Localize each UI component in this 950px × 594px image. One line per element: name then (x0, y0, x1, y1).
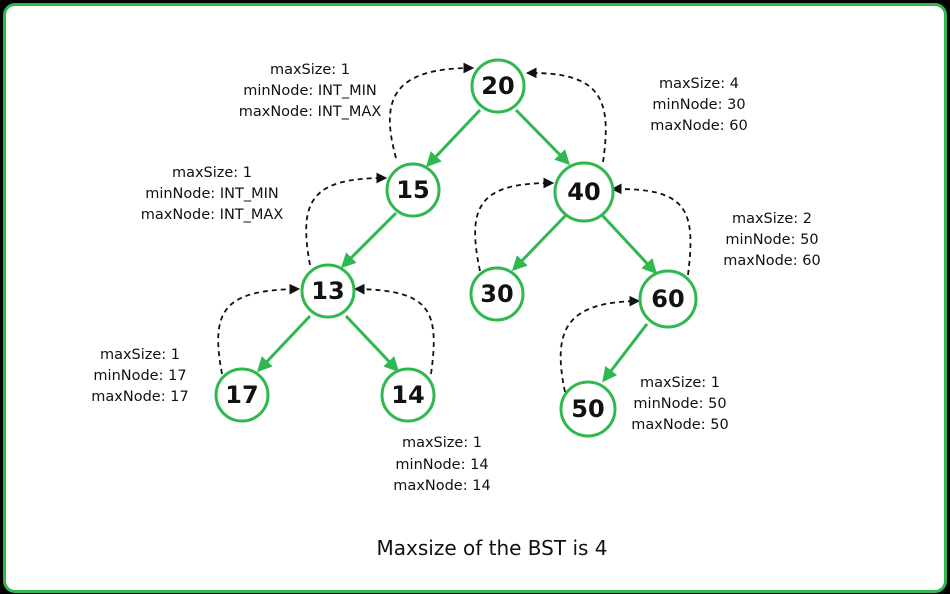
info-14-minnode: minNode: 14 (395, 457, 488, 473)
node-20-label: 20 (481, 72, 514, 100)
node-60: 60 (638, 269, 698, 329)
return-arrow-14-13 (353, 283, 435, 375)
edge-20-40 (514, 108, 571, 166)
info-node-15: maxSize: 1 minNode: INT_MIN maxNode: INT… (141, 165, 284, 223)
return-arrow-30-40 (474, 177, 555, 272)
info-14-maxsize: maxSize: 1 (402, 435, 482, 451)
info-20-maxnode: maxNode: INT_MAX (239, 104, 382, 120)
return-arrow-15-20 (389, 62, 475, 159)
info-14-maxnode: maxNode: 14 (393, 478, 490, 494)
node-40: 40 (553, 161, 615, 223)
return-arrow-40-20 (525, 67, 607, 163)
node-40-label: 40 (567, 178, 600, 206)
node-13: 13 (300, 263, 356, 319)
info-20-minnode: minNode: INT_MIN (243, 83, 377, 99)
node-15: 15 (385, 162, 441, 218)
info-node-14: maxSize: 1 minNode: 14 maxNode: 14 (393, 435, 490, 494)
node-50-label: 50 (571, 395, 604, 423)
node-17-label: 17 (225, 381, 258, 409)
node-17: 17 (214, 367, 270, 423)
edge-40-30 (511, 213, 568, 272)
node-30-label: 30 (480, 280, 513, 308)
node-60-label: 60 (651, 285, 684, 313)
info-60-minnode: minNode: 50 (725, 232, 818, 248)
info-node-20: maxSize: 1 minNode: INT_MIN maxNode: INT… (239, 62, 382, 120)
node-20: 20 (470, 58, 526, 114)
info-node-60: maxSize: 2 minNode: 50 maxNode: 60 (723, 211, 820, 269)
edge-20-15 (425, 108, 482, 168)
node-30: 30 (469, 266, 525, 322)
info-node-40: maxSize: 4 minNode: 30 maxNode: 60 (650, 76, 747, 134)
info-60-maxnode: maxNode: 60 (723, 253, 820, 269)
return-arrow-60-40 (610, 183, 692, 276)
node-15-label: 15 (396, 176, 429, 204)
node-50: 50 (559, 380, 617, 438)
info-40-minnode: minNode: 30 (652, 97, 745, 113)
node-14: 14 (380, 367, 436, 423)
info-node-13: maxSize: 1 minNode: 17 maxNode: 17 (91, 347, 188, 405)
edge-13-14 (344, 314, 400, 373)
info-50-minnode: minNode: 50 (633, 396, 726, 412)
return-arrows (217, 62, 692, 393)
diagram-caption: Maxsize of the BST is 4 (377, 536, 608, 560)
info-15-minnode: minNode: INT_MIN (145, 186, 279, 202)
info-15-maxnode: maxNode: INT_MAX (141, 207, 284, 223)
return-arrow-50-60 (559, 295, 641, 393)
return-arrow-13-15 (305, 172, 388, 266)
info-50-maxsize: maxSize: 1 (640, 375, 720, 391)
info-40-maxsize: maxSize: 4 (659, 76, 739, 92)
info-40-maxnode: maxNode: 60 (650, 118, 747, 134)
info-13-minnode: minNode: 17 (93, 368, 186, 384)
info-node-50: maxSize: 1 minNode: 50 maxNode: 50 (631, 375, 728, 433)
tree-edges (256, 108, 658, 383)
info-20-maxsize: maxSize: 1 (270, 62, 350, 78)
edge-40-60 (600, 213, 658, 275)
info-15-maxsize: maxSize: 1 (172, 165, 252, 181)
info-13-maxnode: maxNode: 17 (91, 389, 188, 405)
edge-15-13 (340, 211, 398, 269)
edge-13-17 (256, 314, 312, 373)
info-60-maxsize: maxSize: 2 (732, 211, 812, 227)
info-50-maxnode: maxNode: 50 (631, 417, 728, 433)
edge-60-50 (602, 323, 649, 383)
node-13-label: 13 (311, 277, 344, 305)
return-arrow-17-13 (217, 283, 301, 375)
info-13-maxsize: maxSize: 1 (100, 347, 180, 363)
node-14-label: 14 (391, 381, 424, 409)
